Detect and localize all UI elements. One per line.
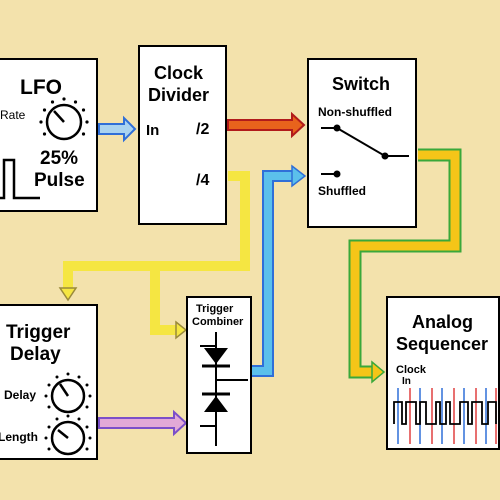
cable-delay-to-combiner: [98, 409, 188, 437]
trigger-delay-module: Trigger Delay Delay Length: [0, 304, 98, 460]
pulse-waveform-icon: [0, 158, 40, 200]
clock-divider-module: Clock Divider In /2 /4: [138, 45, 227, 225]
trigger-combiner-title-line1: Trigger: [196, 303, 234, 315]
trigger-delay-title-line1: Trigger: [6, 322, 71, 343]
trigger-combiner-title-line2: Combiner: [192, 316, 244, 328]
switch-toggle-icon[interactable]: [309, 116, 419, 196]
analog-sequencer-title-line2: Sequencer: [396, 334, 489, 354]
lfo-rate-knob[interactable]: [36, 94, 92, 150]
switch-title: Switch: [332, 74, 391, 94]
lfo-pulse-label: Pulse: [34, 170, 85, 191]
clock-divider-in-label: In: [146, 122, 160, 139]
lfo-pulse-percent: 25%: [40, 148, 79, 169]
trigger-delay-title-line2: Delay: [10, 344, 61, 365]
analog-sequencer-title-line1: Analog: [412, 312, 473, 332]
switch-module: Switch Non-shuffled Shuffled: [307, 58, 417, 228]
analog-sequencer-module: Analog Sequencer Clock In: [386, 296, 500, 450]
cable-lfo-to-divider: [98, 115, 137, 143]
cable-div2-to-switch: [227, 111, 306, 139]
analog-sequencer-clock-label: Clock: [396, 364, 426, 376]
lfo-rate-label: Rate: [0, 108, 26, 122]
cable-div4-to-delay-and-combiner: [58, 171, 250, 340]
cable-switch-to-sequencer: [348, 148, 462, 384]
length-knob[interactable]: [42, 412, 94, 464]
trigger-combiner-module: Trigger Combiner: [186, 296, 252, 454]
clock-divider-div4-label: /4: [196, 172, 210, 189]
diode-combiner-icon: [200, 332, 248, 446]
clock-divider-title-line2: Divider: [148, 85, 210, 105]
trigger-delay-length-label: Length: [0, 430, 38, 444]
sequencer-pulse-trace-icon: [393, 388, 497, 444]
cable-combiner-to-switch: [252, 164, 307, 377]
clock-divider-title-line1: Clock: [154, 63, 204, 83]
delay-knob[interactable]: [42, 370, 94, 422]
switch-non-shuffled-label: Non-shuffled: [318, 105, 392, 119]
trigger-delay-delay-label: Delay: [4, 388, 37, 402]
switch-shuffled-label: Shuffled: [318, 184, 366, 198]
analog-sequencer-in-label: In: [402, 376, 411, 387]
lfo-title: LFO: [20, 76, 62, 99]
clock-divider-div2-label: /2: [196, 121, 210, 138]
lfo-module: LFO Rate 25% Pulse: [0, 58, 98, 212]
